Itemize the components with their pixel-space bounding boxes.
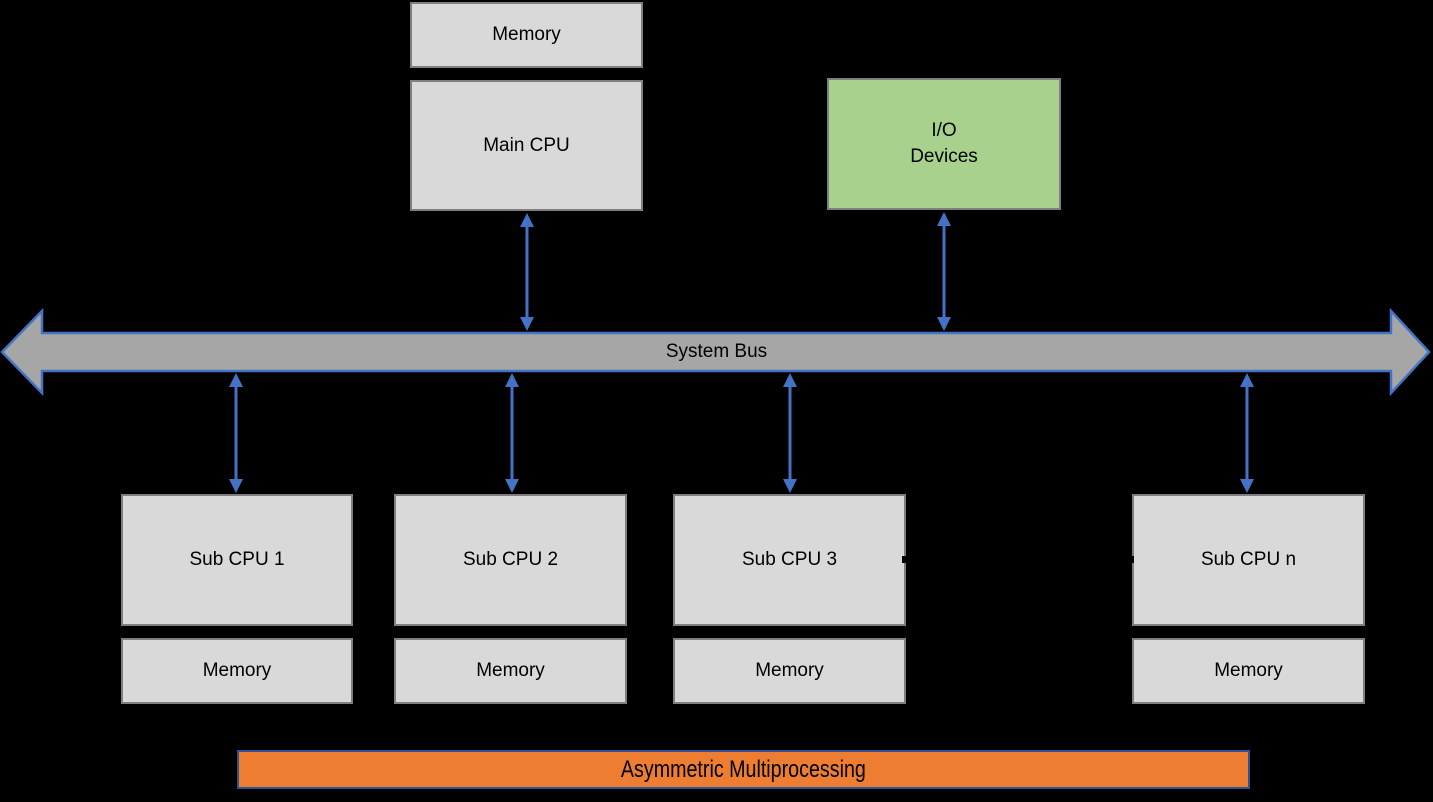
continuation-dash-left <box>902 556 910 563</box>
sub-cpu-1-memory-box: Memory <box>121 638 353 704</box>
sub-cpu-n-box: Sub CPU n <box>1132 494 1365 626</box>
io-devices-box: I/O Devices <box>827 78 1061 210</box>
sub-cpu-2-label: Sub CPU 2 <box>462 549 559 571</box>
sub-cpu-3-bus-arrow <box>783 373 797 493</box>
sub-cpu-1-memory-label: Memory <box>202 660 272 682</box>
sub-cpu-2-box: Sub CPU 2 <box>394 494 627 626</box>
sub-cpu-2-memory-label: Memory <box>476 660 545 682</box>
amp-banner: Asymmetric Multiprocessing <box>237 750 1250 789</box>
main-cpu-label: Main CPU <box>483 134 570 156</box>
sub-cpu-1-box: Sub CPU 1 <box>121 494 353 626</box>
io-devices-label-line2: Devices <box>910 146 978 167</box>
io-devices-bus-arrow <box>937 212 951 331</box>
io-devices-label: I/O Devices <box>910 118 978 169</box>
sub-cpu-n-memory-label: Memory <box>1214 660 1283 682</box>
sub-cpu-2-bus-arrow <box>505 373 519 493</box>
sub-cpu-1-label: Sub CPU 1 <box>189 549 285 571</box>
system-bus-arrow <box>0 307 1431 397</box>
sub-cpu-1-bus-arrow <box>229 373 243 493</box>
amp-banner-label: Asymmetric Multiprocessing <box>621 755 866 783</box>
system-bus-label: System Bus <box>0 332 1433 372</box>
system-bus-label-text: System Bus <box>665 341 768 362</box>
sub-cpu-n-bus-arrow <box>1240 373 1254 493</box>
main-cpu-box: Main CPU <box>410 80 643 211</box>
sub-cpu-3-memory-label: Memory <box>755 660 824 682</box>
sub-cpu-3-memory-box: Memory <box>673 638 906 704</box>
sub-cpu-n-memory-box: Memory <box>1132 638 1365 704</box>
sub-cpu-n-label: Sub CPU n <box>1200 549 1297 571</box>
top-memory-box: Memory <box>410 2 643 68</box>
top-memory-label: Memory <box>492 24 561 46</box>
sub-cpu-3-label: Sub CPU 3 <box>741 549 838 571</box>
sub-cpu-2-memory-box: Memory <box>394 638 627 704</box>
io-devices-label-line1: I/O <box>931 120 957 142</box>
main-cpu-bus-arrow <box>520 213 534 331</box>
continuation-dash-right <box>1126 556 1134 563</box>
sub-cpu-3-box: Sub CPU 3 <box>673 494 906 626</box>
